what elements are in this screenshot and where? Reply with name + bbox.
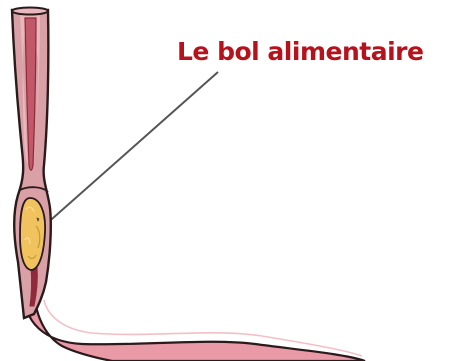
callout-label: Le bol alimentaire — [177, 37, 423, 66]
stomach-shape — [24, 292, 365, 361]
esophagus-tube — [12, 8, 51, 319]
food-bolus — [20, 198, 45, 270]
callout-pointer-line — [44, 72, 218, 226]
